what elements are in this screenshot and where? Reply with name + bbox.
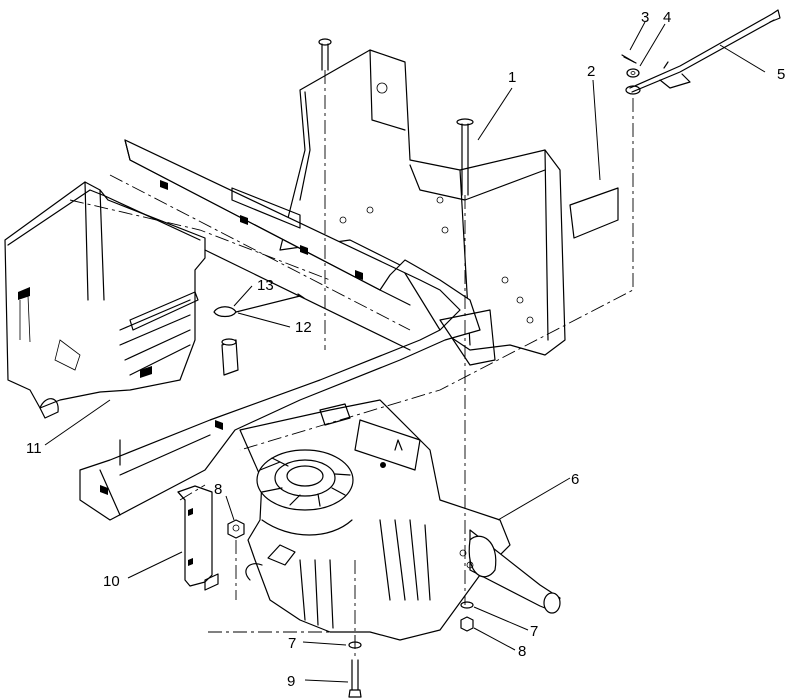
washer-right xyxy=(460,601,474,609)
spacer-and-rod xyxy=(213,293,305,376)
callout-11: 11 xyxy=(26,440,42,457)
bolt-lower xyxy=(348,659,362,698)
callout-1: 1 xyxy=(508,69,516,86)
callout-8-upper: 8 xyxy=(214,481,222,498)
nut-left xyxy=(227,519,245,539)
callout-5: 5 xyxy=(777,66,785,83)
callout-7-left: 7 xyxy=(288,635,296,652)
nut-right xyxy=(460,616,474,632)
callout-4: 4 xyxy=(663,9,671,26)
bolt-long xyxy=(456,118,474,196)
callout-6: 6 xyxy=(571,471,579,488)
seat-frame xyxy=(279,49,566,356)
callout-9: 9 xyxy=(287,673,295,690)
callout-3: 3 xyxy=(641,9,649,26)
callout-7-right: 7 xyxy=(530,623,538,640)
callout-10: 10 xyxy=(103,573,120,590)
washer xyxy=(626,68,640,78)
bolt-upper xyxy=(318,38,332,71)
cotter-pin xyxy=(621,54,637,64)
center-lines xyxy=(69,70,634,660)
callout-12: 12 xyxy=(295,319,312,336)
frame-rail xyxy=(79,139,496,521)
callout-8-lower: 8 xyxy=(518,643,526,660)
mounting-bracket xyxy=(177,485,219,591)
leader-lines xyxy=(44,21,766,683)
transaxle xyxy=(239,399,561,641)
control-rod xyxy=(625,9,781,95)
callout-labels: 1 2 3 4 5 6 7 7 8 8 9 10 11 12 13 xyxy=(26,9,785,690)
callout-2: 2 xyxy=(587,63,595,80)
callout-13: 13 xyxy=(257,277,274,294)
fender-shell xyxy=(4,181,206,419)
plate xyxy=(569,187,619,239)
